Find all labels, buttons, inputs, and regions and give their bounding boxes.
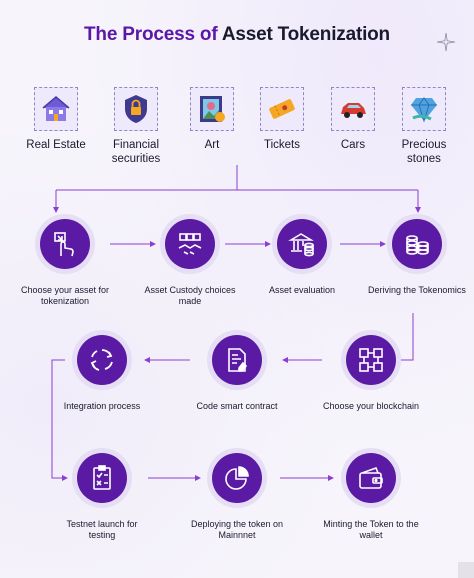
step-circle [77,335,127,385]
asset-label: Cars [340,139,366,151]
hand-tap-icon [54,232,74,257]
step-deploy-mainnet: Deploying the token on Mainnnet [187,453,287,541]
asset-icon-box [34,87,78,131]
step-label: Minting the Token to the wallet [323,519,419,540]
step-choose-asset: Choose your asset for tokenization [15,219,115,307]
asset-icon-box [260,87,304,131]
step-label: Choose your asset for tokenization [20,285,110,306]
step-circle [277,219,327,269]
asset-financial-securities: Financial securities [96,87,176,166]
house-icon [42,96,70,121]
step-circle [40,219,90,269]
handshake-icon [178,233,202,255]
asset-icon-box [331,87,375,131]
shield-lock-icon [125,95,147,123]
asset-icon-box [114,87,158,131]
step-circle [212,335,262,385]
coin-stack-icon [406,235,429,255]
asset-real-estate: Real Estate [16,87,96,152]
step-label: Integration process [63,401,141,411]
asset-label: Real Estate [26,139,86,151]
step-asset-evaluation: Asset evaluation [252,219,352,296]
asset-label: Art [204,139,220,151]
step-code-smart-contract: Code smart contract [187,335,287,412]
step-minting-token: Minting the Token to the wallet [321,453,421,541]
car-icon [341,103,366,118]
asset-precious-stones: Precious stones [384,87,464,166]
step-integration-process: Integration process [52,335,152,412]
step-label: Testnet launch for testing [66,519,138,540]
step-label: Asset Custody choices made [144,285,236,306]
title-accent: The Process of [84,24,218,45]
asset-icon-box [402,87,446,131]
step-circle [392,219,442,269]
asset-icon-box [190,87,234,131]
step-circle [346,453,396,503]
cycle-icon [90,349,113,371]
checklist-icon [93,465,111,490]
contract-icon [228,348,248,372]
step-deriving-tokenomics: Deriving the Tokenomics [367,219,467,296]
wallet-icon [359,466,383,489]
step-asset-custody: Asset Custody choices made [140,219,240,307]
asset-label: Tickets [264,139,300,151]
pie-chart-icon [225,466,249,490]
asset-cars: Cars [313,87,393,152]
step-label: Asset evaluation [268,285,336,295]
step-label: Deploying the token on Mainnnet [190,519,284,540]
step-circle [165,219,215,269]
step-label: Choose your blockchain [322,401,420,411]
step-label: Deriving the Tokenomics [368,285,466,295]
title-rest: Asset Tokenization [221,24,390,45]
ticket-icon [269,99,295,119]
step-testnet-launch: Testnet launch for testing [52,453,152,541]
arrow-7-8 [51,359,68,481]
step-circle [346,335,396,385]
step-choose-blockchain: Choose your blockchain [321,335,421,412]
blockchain-icon [359,348,383,372]
asset-label: Precious stones [401,139,447,165]
asset-label: Financial securities [111,139,161,165]
arrow-4-5 [394,313,414,363]
step-circle [77,453,127,503]
sparkle-icon [437,33,455,51]
page-title: The Process of Asset Tokenization [0,24,474,46]
asset-tickets: Tickets [242,87,322,152]
gem-icon [411,97,437,123]
painting-icon [200,96,225,122]
bank-coins-icon [288,233,314,257]
corner-widget [458,562,474,578]
asset-art: Art [172,87,252,152]
step-label: Code smart contract [196,401,278,411]
step-circle [212,453,262,503]
